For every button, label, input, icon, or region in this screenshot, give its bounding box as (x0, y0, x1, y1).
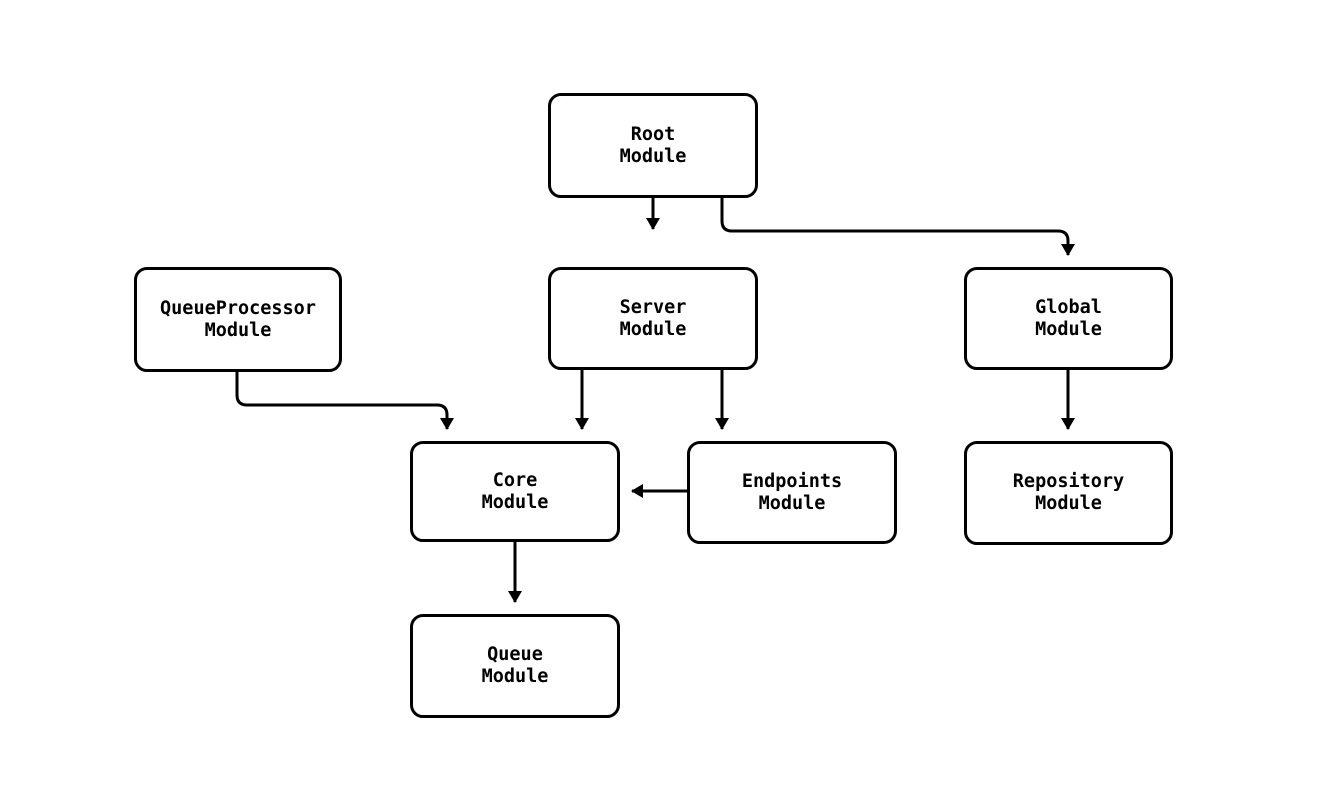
node-queue-module[interactable]: Queue Module (410, 614, 620, 718)
node-queue-module-suffix: Module (481, 666, 549, 687)
node-queueprocessor-module-suffix: Module (204, 319, 272, 341)
node-root-module-name: Root (630, 123, 676, 145)
node-repository-module[interactable]: Repository Module (964, 441, 1173, 545)
node-server-module-name: Server (619, 296, 687, 318)
edge-queueprocessor-core (235, 372, 454, 430)
node-server-module-suffix: Module (619, 318, 687, 340)
node-queueprocessor-module-name: QueueProcessor (160, 297, 316, 319)
node-queue-module-name: Queue (487, 644, 543, 665)
node-core-module-suffix: Module (481, 491, 549, 513)
edge-root-global (720, 198, 1075, 256)
node-core-module-name: Core (492, 469, 538, 491)
node-endpoints-module-name: Endpoints (741, 470, 843, 492)
node-endpoints-module[interactable]: Endpoints Module (687, 441, 897, 544)
node-server-module[interactable]: Server Module (548, 267, 758, 370)
node-global-module-name: Global (1035, 296, 1102, 318)
node-core-module[interactable]: Core Module (410, 441, 620, 542)
node-global-module[interactable]: Global Module (964, 267, 1173, 370)
node-repository-module-name: Repository (1012, 471, 1125, 492)
node-root-module-suffix: Module (619, 145, 687, 167)
node-root-module[interactable]: Root Module (548, 93, 758, 198)
node-queueprocessor-module[interactable]: QueueProcessor Module (134, 267, 342, 372)
node-endpoints-module-suffix: Module (758, 492, 826, 514)
node-global-module-suffix: Module (1035, 318, 1102, 340)
node-repository-module-suffix: Module (1035, 493, 1102, 514)
